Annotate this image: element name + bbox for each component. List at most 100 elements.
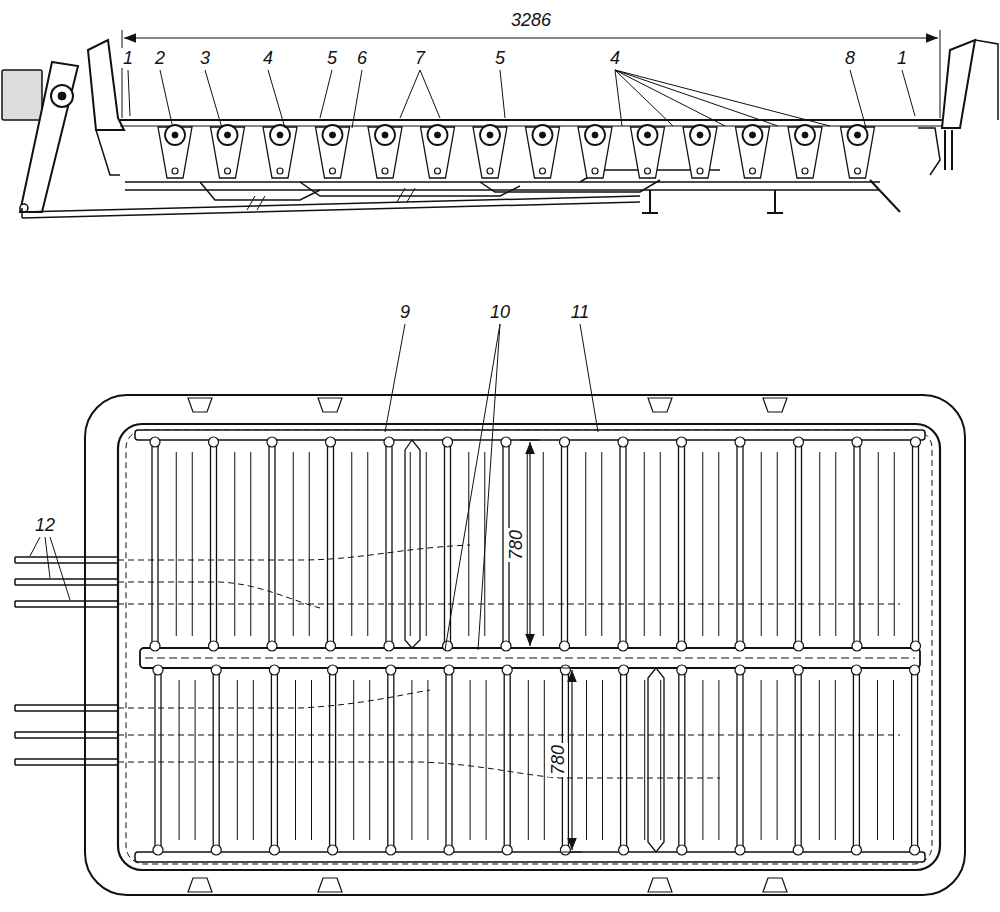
grate-bar <box>737 440 743 648</box>
bar-plate <box>835 452 836 636</box>
bar-plate <box>253 680 254 840</box>
pipe <box>15 731 118 733</box>
bar-plate <box>234 452 235 636</box>
bar-bearing <box>911 437 921 447</box>
grate-bar <box>271 668 277 852</box>
extension-line <box>122 30 123 118</box>
grate-bar <box>445 440 451 648</box>
leader-line <box>615 70 830 126</box>
extension-line <box>562 852 582 853</box>
grate-bar <box>796 440 802 648</box>
bar-plate <box>311 680 312 840</box>
grate-bar <box>679 440 685 648</box>
pipe <box>15 758 118 760</box>
bracket-pin <box>172 168 178 174</box>
end-wall <box>88 40 124 130</box>
pipe-route <box>118 604 900 605</box>
bar-plate <box>179 680 180 840</box>
lower-beam <box>125 181 880 183</box>
grate-bar <box>213 668 219 852</box>
pipe <box>15 578 118 580</box>
bar-bearing <box>911 641 921 651</box>
bar-plate <box>644 452 645 636</box>
pipe <box>300 182 520 196</box>
roller-bracket <box>158 127 192 178</box>
bar-bearing <box>326 641 336 651</box>
mounting-lug <box>318 398 342 412</box>
bracket-pin <box>277 168 283 174</box>
bracket-pin <box>750 168 756 174</box>
bar-bearing <box>150 437 160 447</box>
mounting-lug <box>763 878 787 892</box>
grate-plate <box>120 119 942 121</box>
grate-bar <box>912 668 918 852</box>
middle-beam <box>140 648 920 668</box>
bar-bearing <box>619 845 629 855</box>
bar-plate <box>819 452 820 636</box>
bracket-pin <box>487 168 493 174</box>
bar-plate <box>585 452 586 636</box>
grate-roller <box>638 125 658 145</box>
mounting-lug <box>318 878 342 892</box>
bar-bearing <box>153 845 163 855</box>
bar-plate <box>718 680 719 840</box>
grate-bar <box>737 668 743 852</box>
callout-number: 2 <box>153 48 167 68</box>
leader-line <box>615 70 725 126</box>
grate-roller <box>270 125 290 145</box>
grate-roller <box>165 125 185 145</box>
bar-plate <box>295 680 296 840</box>
support-foot <box>642 212 658 214</box>
bar-plate <box>237 680 238 840</box>
bar-plate <box>777 452 778 636</box>
leader-line <box>850 70 866 128</box>
bar-plate <box>353 680 354 840</box>
roller-bracket <box>263 127 297 178</box>
bar-plate <box>702 452 703 636</box>
pipe <box>15 556 118 558</box>
bar-bearing <box>618 437 628 447</box>
bar-bearing <box>794 437 804 447</box>
pipe <box>200 182 320 200</box>
callout-number: 6 <box>355 48 369 68</box>
bar-plate <box>176 452 177 636</box>
bar-plate <box>486 680 487 840</box>
callout-number: 4 <box>261 48 275 68</box>
extension-line <box>940 30 941 118</box>
lever-arm <box>20 62 78 212</box>
pipe <box>15 737 118 739</box>
bar-plate <box>426 452 427 636</box>
grate-bar <box>913 440 919 648</box>
grate-bar <box>152 440 158 648</box>
pipe <box>15 600 118 602</box>
callout-number: 3 <box>198 48 212 68</box>
bar-bearing <box>384 641 394 651</box>
leader-line <box>160 70 172 124</box>
leader-line <box>50 537 70 600</box>
pipe <box>15 562 118 564</box>
bar-plate <box>543 452 544 636</box>
bar-bearing <box>443 437 453 447</box>
bar-plate <box>250 452 251 636</box>
joint-bar <box>405 440 420 648</box>
roller-bracket <box>788 127 822 178</box>
bar-plate <box>309 452 310 636</box>
bar-plate <box>410 452 411 636</box>
bar-bearing <box>269 665 279 675</box>
pipe <box>480 180 660 192</box>
pipe-end <box>14 557 16 563</box>
bar-bearing <box>267 641 277 651</box>
lever-pin <box>20 204 28 212</box>
inner-frame <box>118 424 940 870</box>
dimension-line <box>124 37 938 38</box>
callout-number: 4 <box>608 48 622 68</box>
pipe <box>15 584 118 586</box>
grate-roller <box>848 125 868 145</box>
bar-bearing <box>852 641 862 651</box>
roller-axle <box>487 132 493 138</box>
bar-bearing <box>269 845 279 855</box>
roller-axle <box>172 132 178 138</box>
bar-plate <box>602 680 603 840</box>
bracket-pin <box>330 168 336 174</box>
lower-beam <box>125 189 880 191</box>
